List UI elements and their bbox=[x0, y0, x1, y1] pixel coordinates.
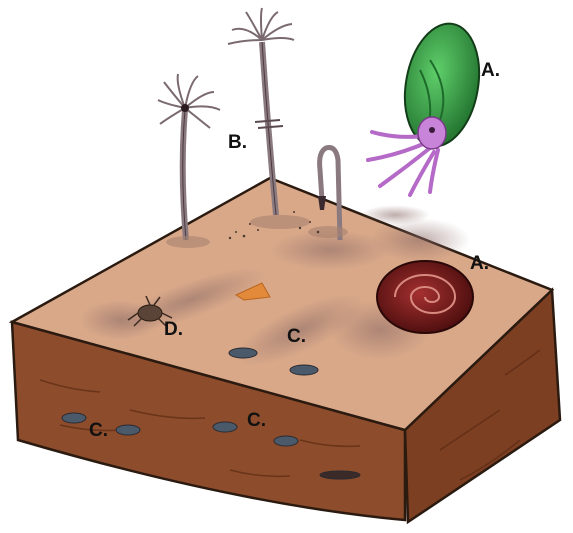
label-a-ammonite-fossil: A. bbox=[470, 254, 489, 273]
label-c-surface: C. bbox=[287, 327, 306, 346]
living-ammonite bbox=[368, 18, 488, 195]
shadow-smudge bbox=[360, 205, 430, 225]
label-a-living-ammonite: A. bbox=[481, 61, 500, 80]
label-b-crinoids: B. bbox=[228, 133, 247, 152]
ammonite-fossil bbox=[377, 261, 473, 333]
label-c-buried-left: C. bbox=[89, 421, 108, 440]
label-c-buried-mid: C. bbox=[247, 411, 266, 430]
label-d-trilobite: D. bbox=[164, 320, 183, 339]
